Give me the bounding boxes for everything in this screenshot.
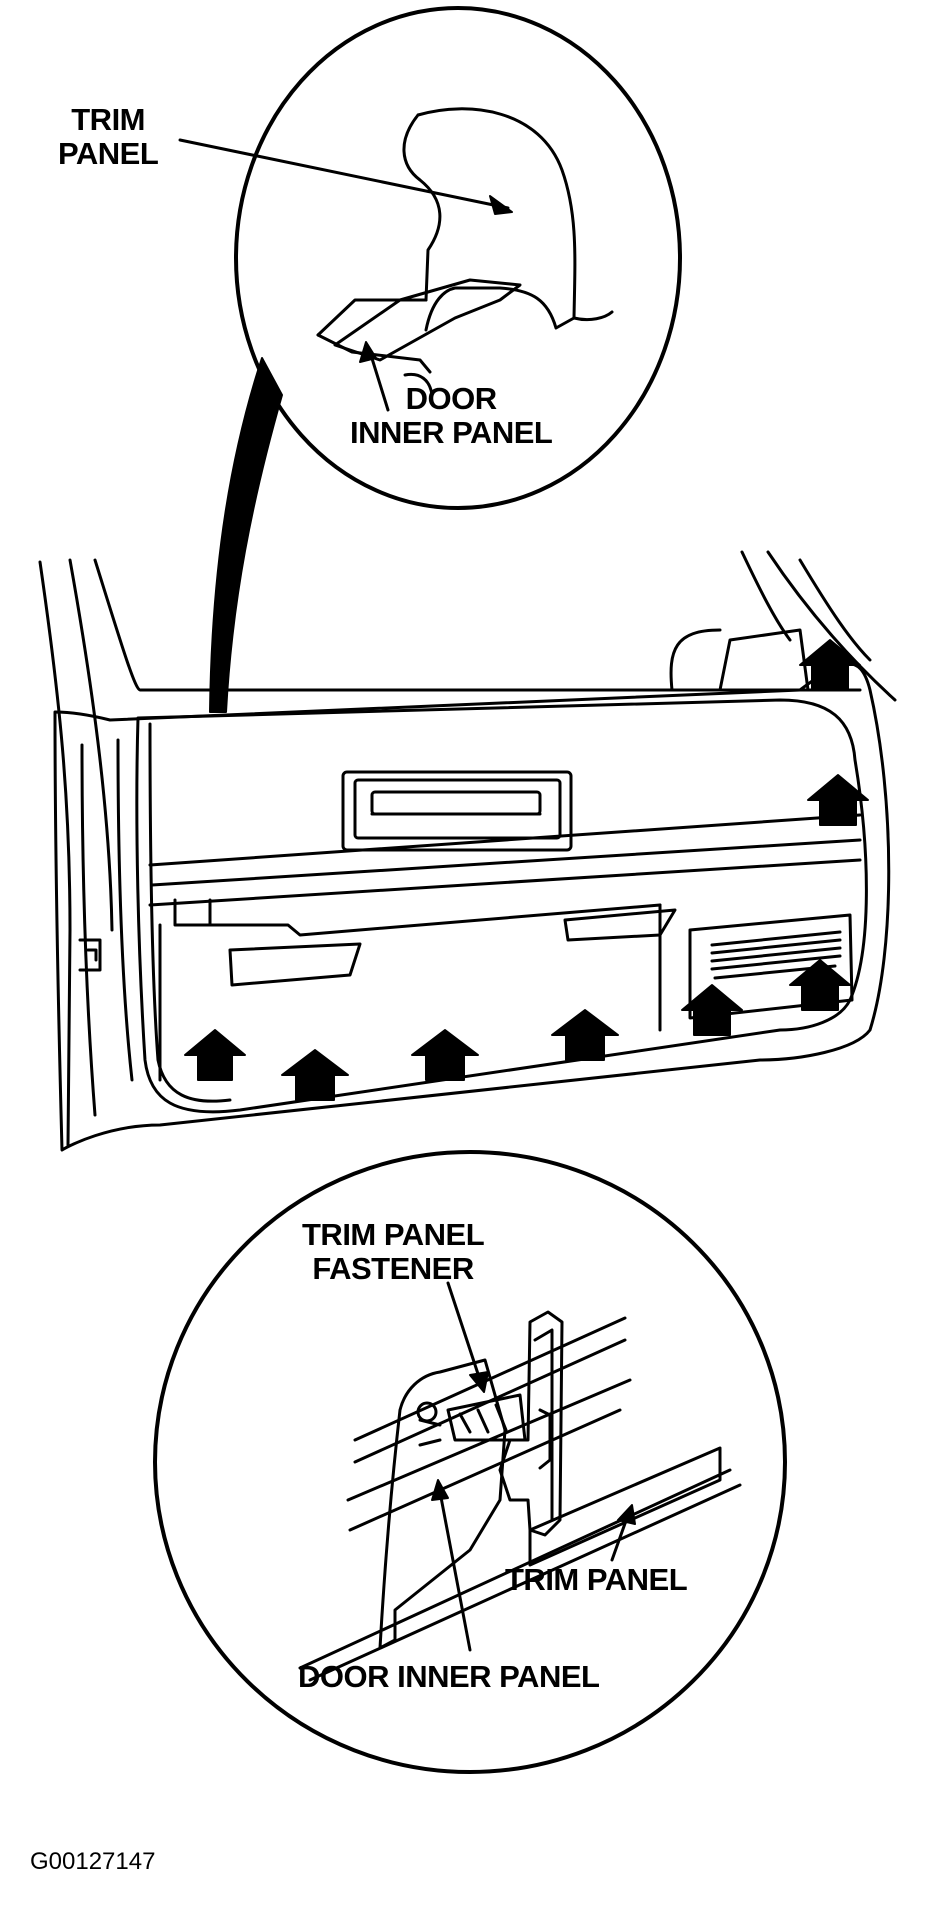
door-inner-contour (135, 698, 868, 1114)
fastener-arrow (184, 1029, 246, 1081)
fastener-arrow (551, 1009, 619, 1061)
bottom-trim-panel-edge (528, 1446, 722, 1567)
label-bottom-trim-panel: TRIM PANEL (505, 1562, 688, 1597)
fastener-arrow (799, 639, 861, 691)
bottom-detail-circle (153, 1150, 787, 1774)
fastener-arrow (281, 1049, 349, 1101)
label-bottom-door-inner-panel: DOOR INNER PANEL (298, 1659, 600, 1694)
top-detail-circle (234, 6, 682, 510)
fastener-arrow (807, 774, 869, 826)
top-trim-arrow-line (178, 138, 510, 210)
label-top-trim-panel: TRIM PANEL (58, 102, 159, 171)
fastener-location-arrows (184, 639, 869, 1101)
bottom-detail-view (153, 1150, 787, 1774)
top-door-inner-ledge (333, 278, 522, 362)
door-pull-handle (341, 770, 573, 852)
door-view (38, 550, 897, 1152)
label-trim-panel-fastener: TRIM PANEL FASTENER (302, 1217, 485, 1286)
top-door-inner-arrow-line (368, 350, 390, 412)
detail-connector-wedge (209, 357, 283, 713)
fastener-arrow (789, 959, 851, 1011)
top-door-inner-arrow-head (359, 341, 377, 363)
top-trim-panel-shape (402, 107, 577, 332)
fastener-arrow (681, 984, 743, 1036)
label-top-door-inner-panel: DOOR INNER PANEL (350, 381, 553, 450)
bottom-door-inner-body (378, 1358, 507, 1650)
top-trim-arrow-head (489, 195, 513, 215)
figure-id: G00127147 (30, 1848, 156, 1875)
panel-hole (416, 1401, 438, 1423)
top-trim-panel-inner (316, 298, 428, 337)
fastener-arrow (411, 1029, 479, 1081)
top-detail-view (178, 6, 682, 510)
